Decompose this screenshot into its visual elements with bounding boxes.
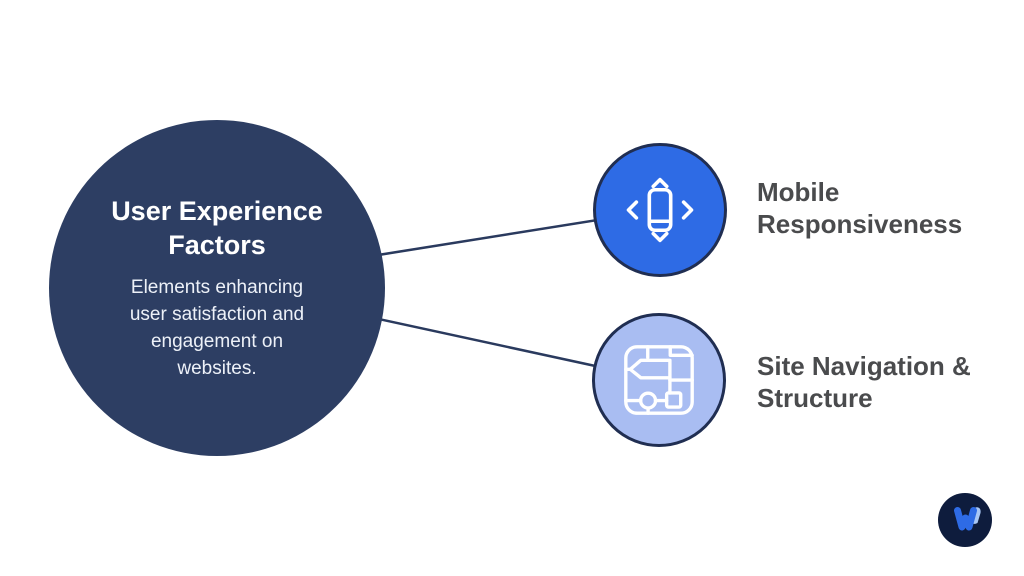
logo-mark-blue (954, 507, 977, 531)
center-topic-title: User Experience Factors (111, 195, 323, 261)
sitemap-structure-icon (624, 345, 694, 415)
branch-node-mobile (593, 143, 727, 277)
center-topic-node: User Experience Factors Elements enhanci… (49, 120, 385, 456)
branch-label-mobile: Mobile Responsiveness (757, 177, 963, 239)
mobile-swipe-icon (626, 177, 694, 243)
center-topic-description: Elements enhancing user satisfaction and… (129, 276, 305, 379)
branch-node-structure (592, 313, 726, 447)
branch-label-structure: Site Navigation & Structure (757, 351, 971, 413)
whimsical-logo (938, 493, 992, 547)
